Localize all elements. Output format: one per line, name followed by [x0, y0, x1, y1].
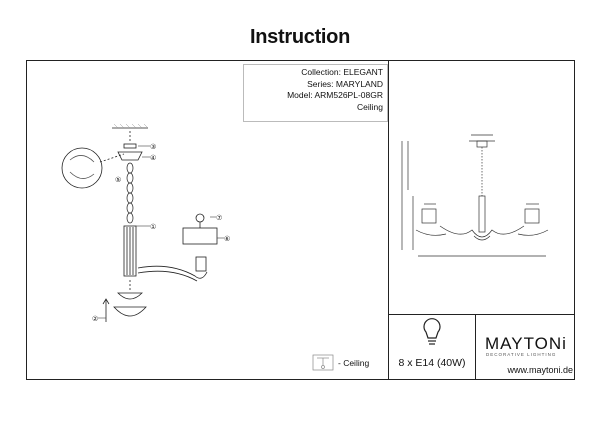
- step-label-2: ②: [92, 315, 98, 323]
- page-title: Instruction: [249, 26, 351, 48]
- step-label-7: ⑦: [216, 214, 222, 222]
- brand-logo-text: MAYTONi: [485, 334, 567, 353]
- ceiling-legend-text: - Ceiling: [338, 358, 370, 368]
- website-link[interactable]: www.maytoni.de: [507, 365, 573, 375]
- series-text: Series: MARYLAND: [307, 78, 383, 89]
- step-label-1: ①: [150, 223, 156, 231]
- brand-tagline: DECORATIVE LIGHTING: [486, 352, 557, 357]
- step-label-5: ⑤: [115, 176, 121, 184]
- instruction-frame: [26, 60, 575, 380]
- divider-vertical: [388, 60, 389, 380]
- collection-text: Collection: ELEGANT: [301, 67, 383, 77]
- divider-footer: [475, 314, 476, 380]
- step-label-4: ④: [150, 154, 156, 162]
- product-info-box: Collection: ELEGANT Series: MARYLAND Mod…: [243, 64, 388, 122]
- divider-horizontal: [388, 314, 575, 315]
- bulb-spec-text: 8 x E14 (40W): [398, 357, 466, 369]
- mount-type-text: Ceiling: [357, 101, 383, 112]
- bulb-icon: [423, 318, 441, 345]
- step-label-3: ③: [150, 143, 156, 151]
- model-text: Model: ARM526PL-08GR: [287, 90, 383, 100]
- ceiling-mount-icon: [312, 354, 334, 371]
- step-label-6: ⑥: [224, 235, 230, 243]
